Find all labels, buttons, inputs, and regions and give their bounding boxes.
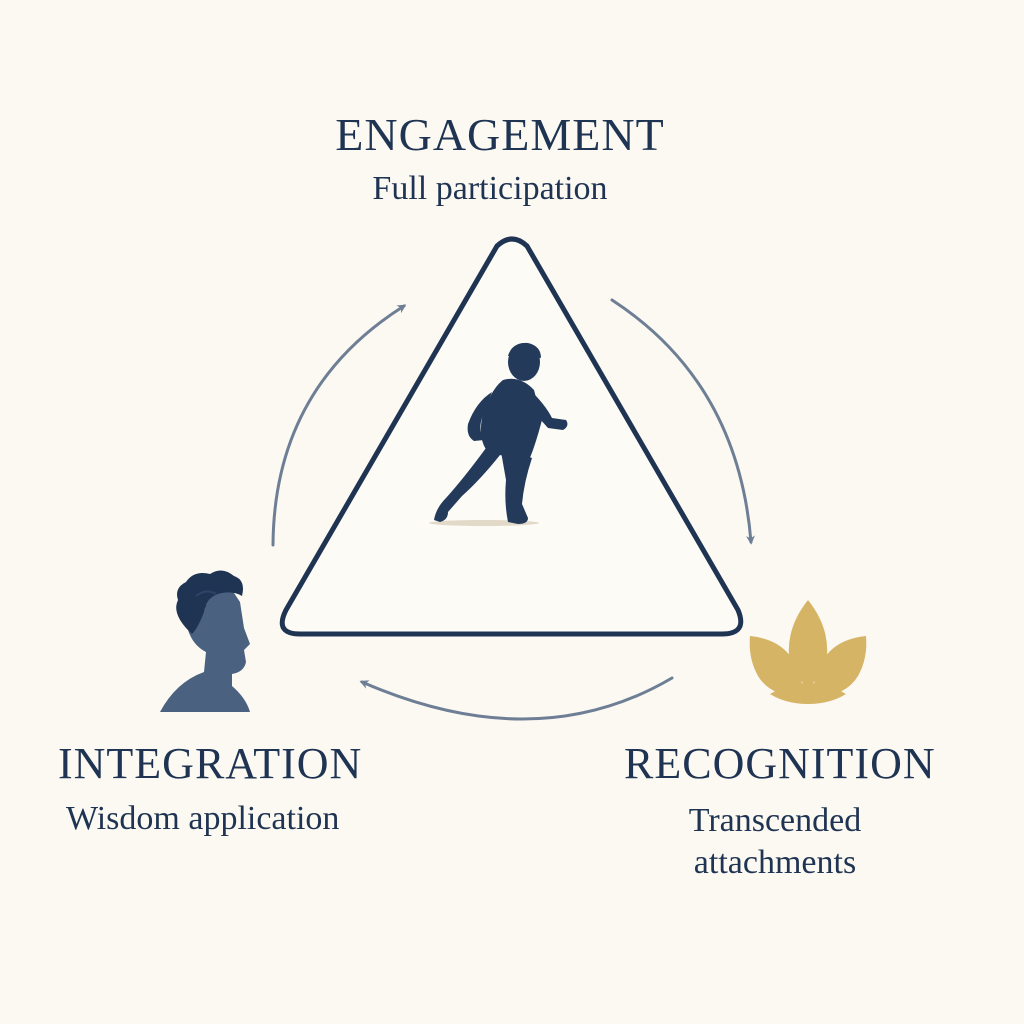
arrow-engagement-to-recognition: [610, 298, 755, 545]
lotus-icon: [749, 600, 867, 704]
arrow-integration-to-engagement: [271, 304, 407, 547]
recognition-subtitle: Transcended attachments: [610, 800, 940, 884]
recognition-subtitle-line-1: Transcended: [688, 802, 862, 839]
engagement-subtitle: Full participation: [372, 170, 608, 207]
integration-subtitle: Wisdom application: [66, 800, 340, 837]
engagement-title: ENGAGEMENT: [335, 109, 665, 160]
integration-title: INTEGRATION: [58, 739, 363, 788]
classical-head-profile-icon: [160, 570, 250, 712]
recognition-title: RECOGNITION: [624, 739, 936, 788]
recognition-subtitle-line-2: attachments: [693, 844, 857, 881]
walking-figure-icon: [429, 342, 568, 526]
arrow-recognition-to-integration: [359, 676, 674, 721]
